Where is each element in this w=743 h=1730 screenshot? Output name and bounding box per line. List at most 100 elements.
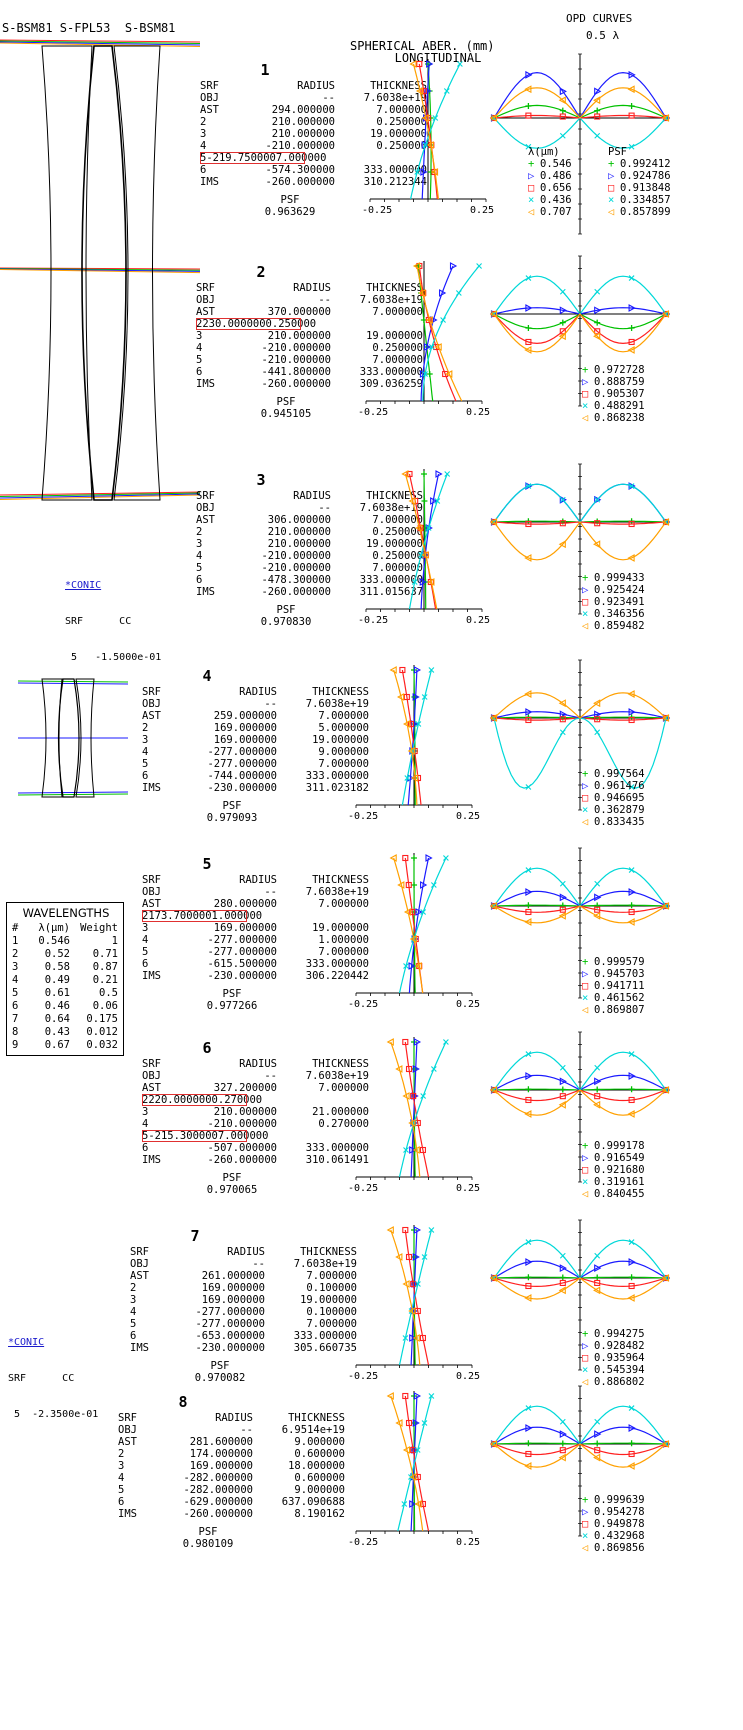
opd-title: OPD CURVES: [566, 12, 633, 25]
lsa-marker: [443, 1039, 449, 1045]
legend-psf-value: 0.869856: [594, 1542, 645, 1554]
opd-marker: [627, 554, 635, 562]
lsa-marker: [409, 1334, 417, 1342]
legend-marker: ×: [582, 992, 589, 1004]
legend-marker: ▷: [582, 780, 589, 792]
opd-marker: [593, 699, 601, 708]
table-cell: 0.61: [44, 987, 70, 999]
radius-cell: 327.200000: [213, 1082, 277, 1094]
thickness-cell: 7.000000: [275, 152, 327, 164]
opd-marker: [628, 112, 635, 119]
conic-label[interactable]: *CONIC: [8, 1337, 45, 1348]
table-cell: 0.58: [44, 961, 70, 973]
legend-row: ◁0.707◁0.857899: [528, 206, 671, 218]
radius-cell: 294.000000: [271, 104, 335, 116]
lens-element-1: [41, 45, 93, 501]
opd-marker: [489, 114, 498, 122]
thickness-cell: 333.000000: [359, 366, 423, 378]
radius-cell: -210.000000: [261, 550, 331, 562]
opd-plot-8: [489, 1385, 671, 1537]
lsa-marker: [408, 1119, 416, 1127]
lsa-marker: [411, 882, 418, 888]
legend-row: ×0.319161: [582, 1176, 645, 1188]
srf-cell: 6: [142, 1142, 149, 1154]
column-header: THICKNESS: [312, 686, 369, 698]
srf-cell: IMS: [142, 782, 161, 794]
legend-row: ▷0.961476: [582, 780, 645, 792]
lsa-marker: [421, 694, 428, 700]
lsa-series-c: [398, 1041, 447, 1178]
thickness-cell: 7.6038e+19: [305, 886, 369, 898]
opd-marker: [628, 888, 636, 896]
srf-cell: OBJ: [118, 1424, 137, 1436]
wl-header: Weight: [80, 922, 118, 934]
thickness-cell: 7.000000: [318, 1082, 369, 1094]
thickness-cell: 19.000000: [370, 128, 427, 140]
lsa-marker: [418, 552, 424, 558]
radius-cell: -260.000000: [261, 378, 331, 390]
opd-marker: [628, 1282, 635, 1290]
conic-label[interactable]: *CONIC: [65, 580, 102, 591]
opd-legend-1: λ(μm)PSF+0.546+0.992412▷0.486▷0.924786□0…: [528, 146, 671, 218]
radius-cell: -277.000000: [207, 758, 277, 770]
radius-cell: -210.000000: [261, 354, 331, 366]
lsa-marker: [401, 1501, 408, 1507]
thickness-cell: 7.6038e+19: [305, 698, 369, 710]
opd-marker: [524, 1110, 532, 1118]
opd-marker: [525, 1258, 533, 1266]
lsa-marker: [397, 881, 405, 889]
legend-row: +0.999433: [582, 572, 645, 584]
column-header: THICKNESS: [370, 80, 427, 92]
srf-cell: AST: [142, 710, 161, 722]
opd-marker: [559, 1093, 566, 1100]
legend-psf-value: 0.859482: [594, 620, 645, 632]
lsa-marker: [422, 142, 429, 148]
radius-cell: 174.000000: [189, 1448, 253, 1460]
legend-psf-value: 0.857899: [620, 206, 671, 218]
lsa-series-b: [408, 857, 430, 994]
thickness-cell: 333.000000: [293, 1330, 357, 1342]
srf-cell: 3: [200, 128, 207, 140]
opd-marker: [525, 784, 532, 790]
radius-cell: -478.300000: [261, 574, 331, 586]
column-header: SRF: [118, 1412, 137, 1424]
table-cell: 0.49: [44, 974, 70, 986]
thickness-cell: 0.250000: [372, 342, 423, 354]
opd-marker: [628, 784, 635, 790]
thickness-cell: 0.600000: [294, 1448, 345, 1460]
legend-marker: ▷: [582, 968, 589, 980]
srf-cell: 2: [196, 318, 203, 330]
radius-cell: -219.750000: [206, 152, 276, 164]
radius-cell: 169.000000: [189, 1460, 253, 1472]
opd-marker: [594, 893, 602, 902]
radius-cell: -441.800000: [261, 366, 331, 378]
legend-psf-value: 0.432968: [594, 1530, 645, 1542]
legend-row: ◁0.840455: [582, 1188, 645, 1200]
thickness-cell: 0.250000: [372, 526, 423, 538]
opd-marker: [593, 332, 601, 341]
opd-marker: [525, 112, 532, 119]
opd-marker: [559, 1252, 566, 1259]
legend-psf-value: 0.833435: [594, 816, 645, 828]
lsa-marker: [412, 693, 420, 701]
lsa-marker: [409, 1473, 417, 1481]
opd-marker: [628, 1258, 636, 1266]
axis-tick-right: 0.25: [456, 999, 480, 1010]
srf-cell: 6: [118, 1496, 125, 1508]
lsa-series-b: [420, 265, 454, 402]
lsa-marker: [396, 693, 405, 701]
table-cell: 0.175: [86, 1013, 118, 1025]
thickness-cell: 0.100000: [306, 1306, 357, 1318]
axis-tick-left: -0.25: [358, 615, 388, 626]
lsa-marker: [443, 88, 450, 94]
